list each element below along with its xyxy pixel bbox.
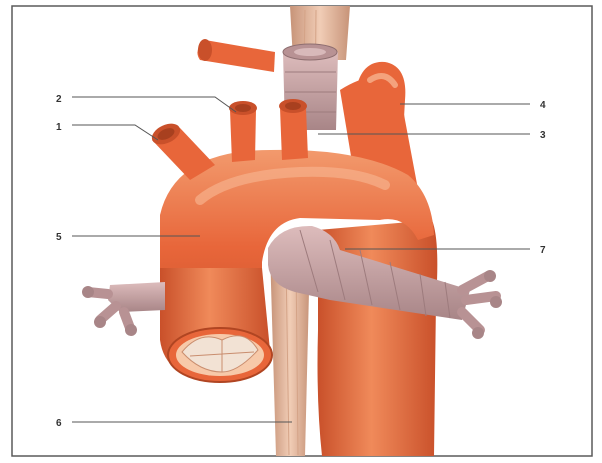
callout-number-3: 3 [540,130,546,141]
callout-number-2: 2 [56,94,62,105]
callout-number-1: 1 [56,122,62,133]
callout-number-7: 7 [540,245,546,256]
callout-number-4: 4 [540,100,546,111]
ascending-aorta [160,268,272,382]
callout-number-6: 6 [56,418,62,429]
callout-number-5: 5 [56,232,62,243]
left-subclavian-origin [279,99,308,160]
